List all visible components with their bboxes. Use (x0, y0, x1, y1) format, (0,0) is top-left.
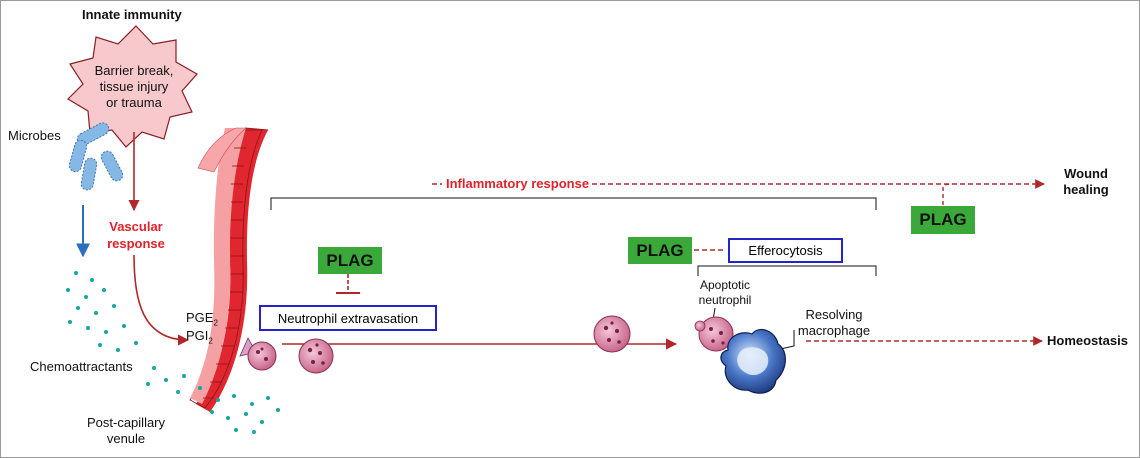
barrier-line-3: or trauma (106, 95, 162, 110)
plag-box-extravasation: PLAG (318, 247, 382, 274)
neutrophil-extravasation-box: Neutrophil extravasation (259, 305, 437, 331)
wound-line-1: Wound (1064, 166, 1108, 181)
vascular-line-2: response (107, 236, 165, 251)
barrier-starburst (67, 25, 198, 148)
neutrophil-extravasating (239, 337, 277, 371)
pgi-main: PGI (186, 328, 209, 343)
resolving-line-2: macrophage (797, 323, 871, 338)
venule-line-1: Post-capillary (86, 415, 166, 430)
resolving-line-1: Resolving (805, 307, 863, 322)
chemoattractants-label: Chemoattractants (30, 359, 133, 374)
apoptotic-line-1: Apoptotic (699, 278, 751, 292)
apoptotic-neutrophil-cell (694, 316, 734, 352)
microbes-label: Microbes (8, 128, 61, 143)
pge-sub: 2 (213, 318, 218, 328)
barrier-line-1: Barrier break, (94, 63, 174, 78)
barrier-break-label: Barrier break, tissue injury or trauma (82, 63, 186, 111)
pge-main: PGE (186, 310, 214, 325)
pge2-label: PGE2 (186, 310, 218, 328)
pgi-sub: 2 (208, 336, 213, 346)
plag-box-wound: PLAG (911, 206, 975, 234)
innate-immunity-title: Innate immunity (82, 7, 182, 22)
microbes-cluster (68, 122, 124, 191)
post-capillary-venule-label: Post-capillary venule (76, 415, 176, 447)
efferocytosis-box: Efferocytosis (728, 238, 843, 263)
efferocytosis-bracket (697, 265, 877, 276)
plag-wound-connector (942, 183, 951, 205)
blood-vessel (189, 127, 269, 412)
apoptotic-line-2: neutrophil (698, 293, 752, 307)
pgi2-label: PGI2 (186, 328, 213, 346)
vascular-response-label: Vascular response (98, 218, 174, 252)
vascular-to-vessel-arrow (133, 254, 190, 346)
barrier-line-2: tissue injury (99, 79, 169, 94)
plag-box-efferocytosis: PLAG (628, 237, 692, 264)
resolving-macrophage-cell (720, 329, 786, 394)
resolving-macrophage-label: Resolving macrophage (786, 307, 882, 339)
wound-healing-label: Wound healing (1056, 166, 1116, 198)
chemoattractant-dots (66, 271, 280, 434)
neutrophil-2 (593, 315, 631, 353)
inflammatory-response-label: Inflammatory response (446, 176, 590, 191)
vascular-line-1: Vascular (109, 219, 163, 234)
homeostasis-label: Homeostasis (1047, 333, 1128, 348)
neutrophil-1 (298, 338, 334, 374)
venule-line-2: venule (106, 431, 146, 446)
wound-line-2: healing (1063, 182, 1109, 197)
inflammatory-bracket (270, 197, 877, 210)
apoptotic-neutrophil-label: Apoptotic neutrophil (690, 278, 760, 308)
